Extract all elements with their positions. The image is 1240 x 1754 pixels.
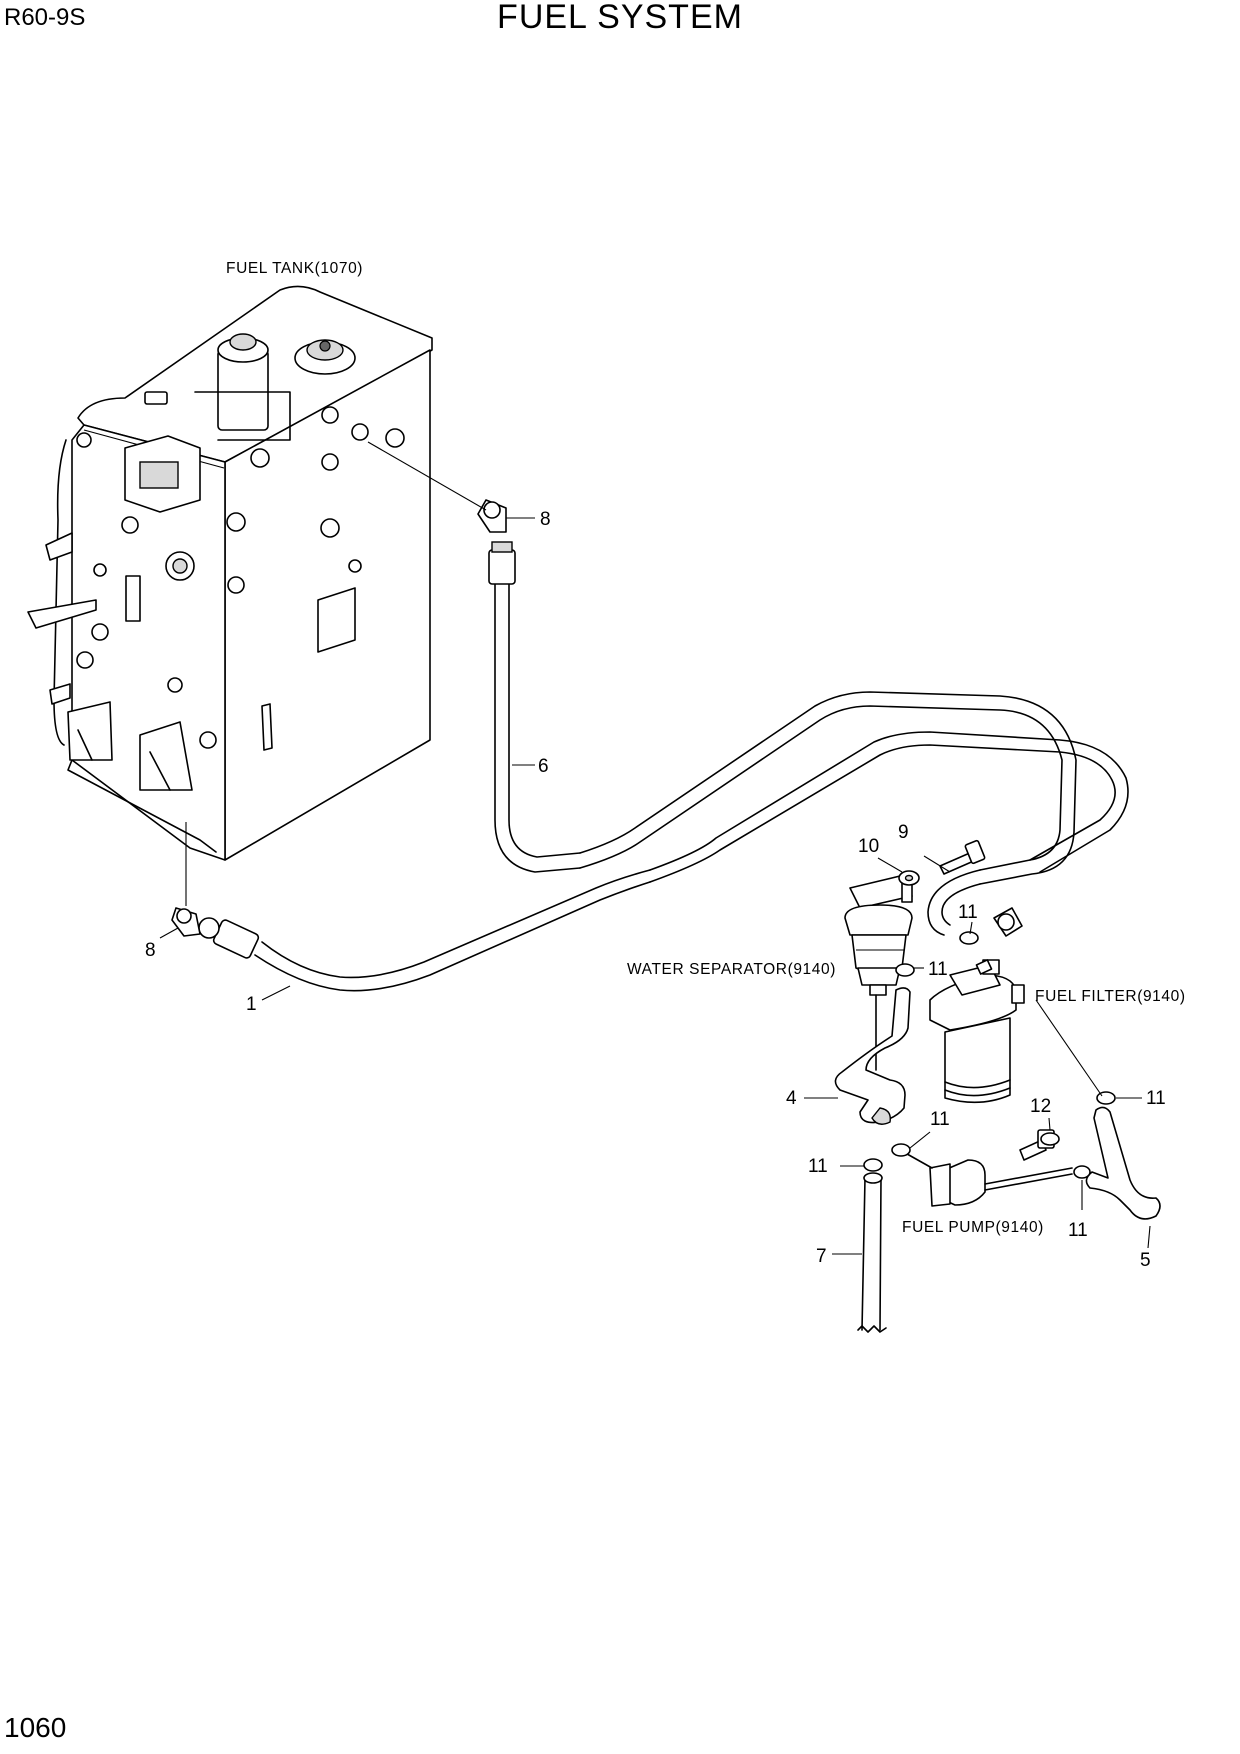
hose-7 — [857, 1172, 887, 1333]
bolt-12 — [1019, 1129, 1060, 1161]
elbow-fitting-8-left — [171, 907, 201, 937]
hose-clamps — [863, 931, 1116, 1179]
callout-7: 7 — [816, 1246, 827, 1267]
callout-11-b: 11 — [928, 959, 948, 980]
callout-11-d: 11 — [930, 1109, 950, 1130]
label-water-separator: WATER SEPARATOR(9140) — [627, 961, 836, 978]
fuel-pump — [899, 1149, 1073, 1207]
fuel-pipes — [579, 691, 1129, 937]
bolt-9 — [939, 839, 986, 875]
callout-6: 6 — [538, 756, 549, 777]
label-fuel-pump: FUEL PUMP(9140) — [902, 1219, 1044, 1236]
callout-5: 5 — [1140, 1250, 1151, 1271]
hose-6 — [488, 541, 581, 873]
callout-9: 9 — [898, 822, 909, 843]
leader-lines — [159, 441, 1151, 1255]
fuel-tank — [27, 285, 433, 861]
callout-11-c: 11 — [1146, 1088, 1166, 1109]
label-fuel-tank: FUEL TANK(1070) — [226, 260, 363, 277]
callout-8-top: 8 — [540, 509, 551, 530]
elbow-fitting-8-top — [477, 499, 507, 533]
fuel-filter — [929, 959, 1025, 1104]
callout-11-f: 11 — [1068, 1220, 1088, 1241]
hose-4 — [834, 987, 911, 1125]
callout-11-e: 11 — [808, 1156, 828, 1177]
water-separator — [844, 875, 913, 1071]
callout-12: 12 — [1030, 1096, 1051, 1117]
callout-11-a: 11 — [958, 902, 978, 923]
hose-5 — [1085, 1106, 1161, 1220]
callout-4: 4 — [786, 1088, 797, 1109]
washer-10 — [898, 870, 920, 886]
callout-10: 10 — [858, 836, 879, 857]
page-number: 1060 — [4, 1712, 67, 1743]
label-fuel-filter: FUEL FILTER(9140) — [1035, 988, 1186, 1005]
page-title: FUEL SYSTEM — [497, 0, 743, 36]
hose-1 — [198, 869, 651, 992]
callout-8-left: 8 — [145, 940, 156, 961]
model-code: R60-9S — [4, 4, 86, 31]
callout-1: 1 — [246, 994, 257, 1015]
